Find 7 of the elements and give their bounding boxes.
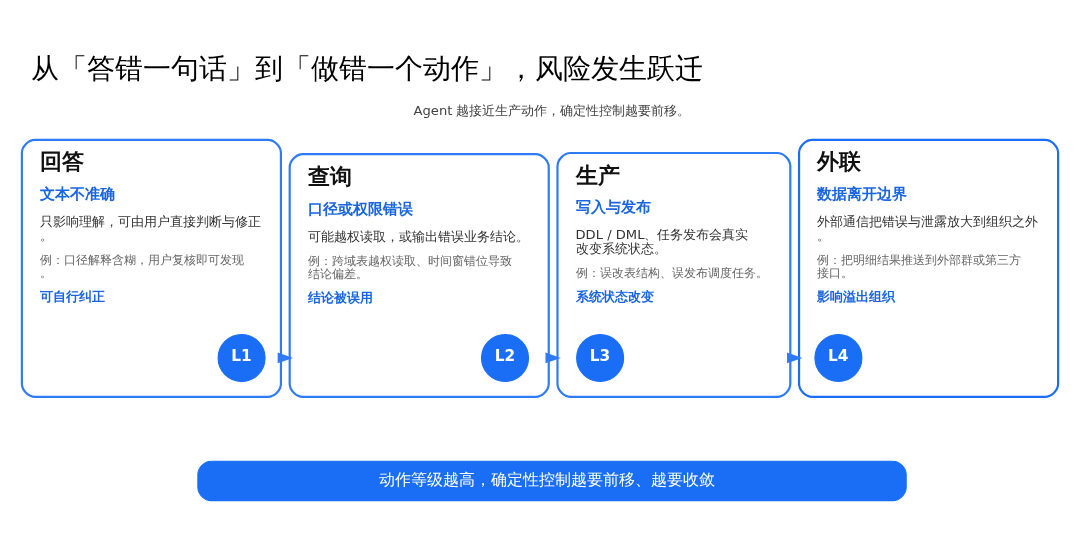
node-circle: L4 <box>814 333 863 383</box>
node-circle: L2 <box>480 333 530 383</box>
node-circle: L3 <box>576 333 625 383</box>
node-circle: L1 <box>217 333 266 383</box>
label: Agent 越接近生产动作，确定性控制越要前移。 <box>413 102 691 118</box>
node-box: 动作等级越高，确定性控制越要前移、越要收敛 <box>197 460 907 502</box>
diagram-title: 从「答错一句话」到「做错一个动作」，风险发生跃迁 <box>30 52 703 86</box>
